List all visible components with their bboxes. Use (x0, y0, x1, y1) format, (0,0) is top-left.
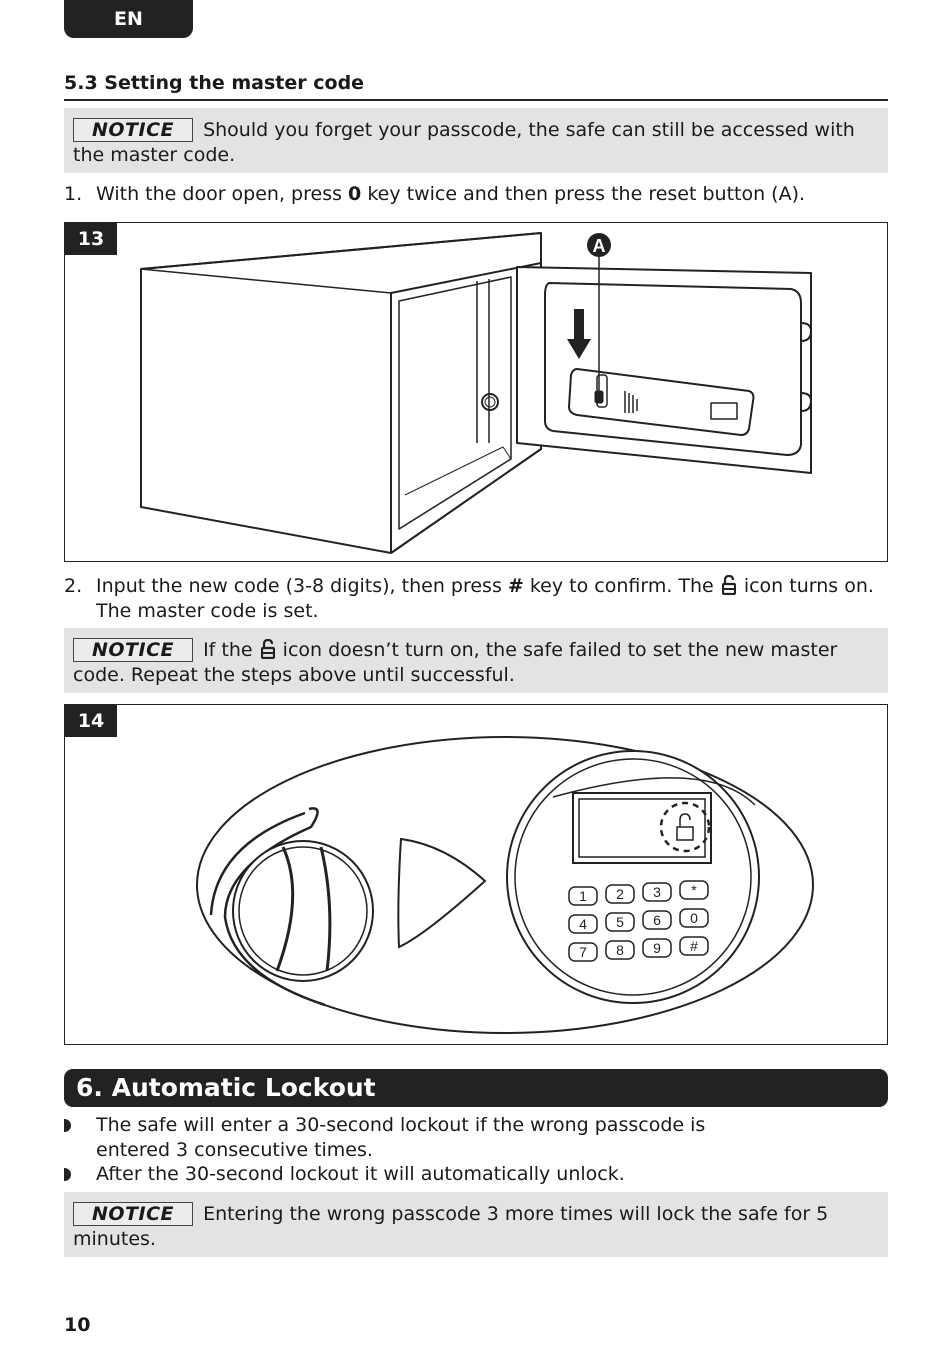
bullet-text: The safe will enter a 30-second lockout … (96, 1114, 706, 1161)
bullet-item: After the 30-second lockout it will auto… (64, 1162, 894, 1187)
notice-box-failed: NOTICE If the icon doesn’t turn on, the … (64, 628, 888, 693)
step-text: With the door open, press 0 key twice an… (96, 183, 806, 205)
key-hash: # (507, 575, 524, 597)
section-title: 5.3 Setting the master code (64, 72, 365, 94)
figure-13-safe-open: 13 A (64, 222, 888, 562)
language-tab: EN (64, 0, 193, 38)
notice-box-master-code: NOTICE Should you forget your passcode, … (64, 108, 888, 173)
keypad-key-label: * (691, 882, 697, 898)
keypad-key-label: 8 (616, 942, 624, 958)
bullet-marker (64, 1168, 71, 1181)
keypad-key (605, 884, 635, 904)
key-zero: 0 (348, 183, 362, 205)
keypad-key-label: 0 (690, 910, 698, 926)
keypad-keys: 1 2 3 * 4 5 6 0 7 8 9 # (568, 880, 709, 962)
keypad-key (605, 940, 635, 960)
step-number: 2. (64, 575, 83, 597)
figure-number: 14 (65, 705, 117, 737)
section-divider (64, 99, 888, 101)
figure-14-keypad: 14 1 2 3 * 4 5 6 0 7 8 9 # (64, 704, 888, 1045)
keypad-key (679, 880, 709, 900)
keypad-key (605, 912, 635, 932)
keypad-key-label: 9 (653, 940, 661, 956)
callout-a-label: A (593, 236, 606, 256)
bullet-text: After the 30-second lockout it will auto… (96, 1163, 625, 1185)
keypad-key (568, 914, 598, 934)
step-1: 1. With the door open, press 0 key twice… (64, 182, 894, 207)
notice-text: Entering the wrong passcode 3 more times… (73, 1203, 829, 1250)
chapter-heading: 6. Automatic Lockout (64, 1069, 888, 1107)
notice-box-lockout: NOTICE Entering the wrong passcode 3 mor… (64, 1192, 888, 1257)
bullet-marker (64, 1119, 71, 1132)
page-number: 10 (64, 1314, 91, 1336)
keypad-key (642, 938, 672, 958)
keypad-key (679, 936, 709, 956)
keypad-key-label: 3 (653, 884, 661, 900)
unlock-icon (721, 575, 736, 595)
notice-tag: NOTICE (73, 1202, 194, 1226)
keypad-key-label: 4 (579, 916, 587, 932)
keypad-key-label: 6 (653, 912, 661, 928)
bullet-item: The safe will enter a 30-second lockout … (64, 1113, 894, 1163)
keypad-key (642, 882, 672, 902)
keypad-key-label: 2 (616, 886, 624, 902)
step-2: 2. Input the new code (3-8 digits), then… (64, 574, 894, 624)
step-number: 1. (64, 183, 83, 205)
keypad-key-label: 5 (616, 914, 624, 930)
figure-number: 13 (65, 223, 117, 255)
notice-tag: NOTICE (73, 118, 194, 142)
keypad-key (568, 942, 598, 962)
notice-text: Should you forget your passcode, the saf… (73, 119, 855, 166)
keypad-key-label: 1 (579, 888, 587, 904)
safe-open-illustration: A (140, 232, 812, 554)
notice-tag: NOTICE (73, 638, 194, 662)
keypad-key-label: # (690, 938, 698, 954)
keypad-key (642, 910, 672, 930)
unlock-icon (260, 639, 275, 659)
step-text: Input the new code (3-8 digits), then pr… (96, 575, 874, 622)
keypad-illustration: 1 2 3 * 4 5 6 0 7 8 9 # (196, 736, 814, 1034)
keypad-key (679, 908, 709, 928)
notice-text: If the icon doesn’t turn on, the safe fa… (73, 639, 838, 686)
keypad-key-label: 7 (579, 944, 587, 960)
keypad-key (568, 886, 598, 906)
